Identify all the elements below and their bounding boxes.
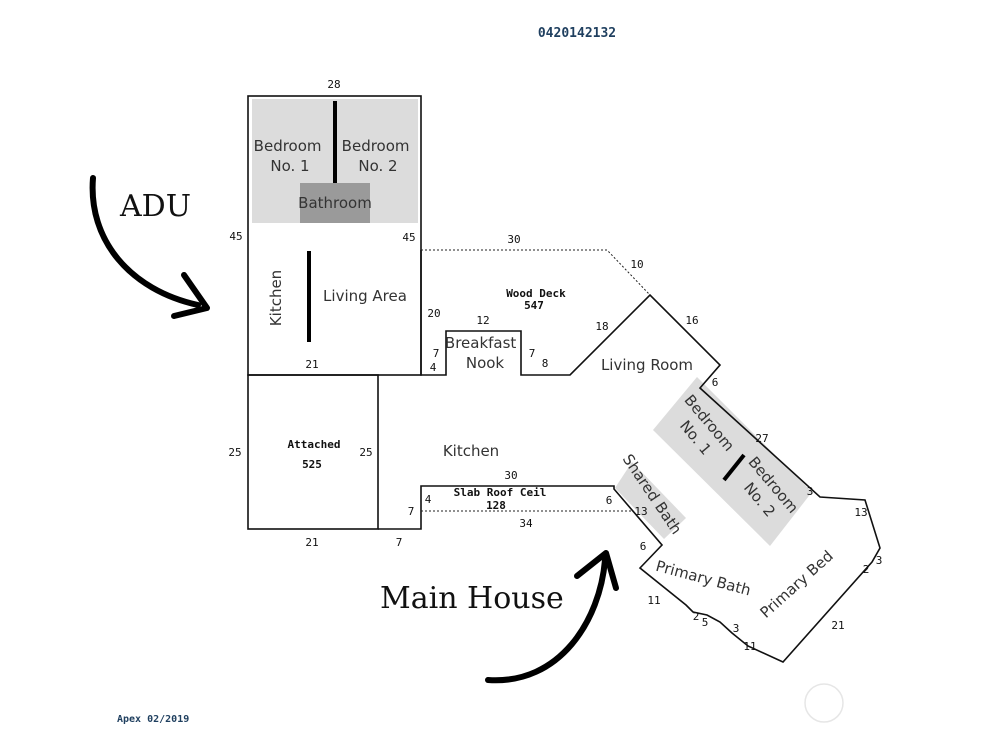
kitchen-label: Kitchen: [443, 442, 499, 460]
dim-deck-diag: 10: [630, 258, 643, 271]
dim-slab-top: 30: [504, 469, 517, 482]
living-room-label: Living Room: [601, 356, 693, 374]
dim-lr-diag-l: 18: [595, 320, 608, 333]
dim-deck-left: 20: [427, 307, 440, 320]
adu-arrow-head: [171, 272, 210, 319]
dim-slab-6: 6: [606, 494, 613, 507]
listing-id: 0420142132: [538, 26, 616, 41]
dim-bed-3: 3: [807, 485, 814, 498]
wood-deck-area: 547: [524, 299, 544, 312]
dim-deck-top: 30: [507, 233, 520, 246]
dim-pb-3: 3: [876, 554, 883, 567]
dim-step-2: 2: [693, 610, 700, 623]
main-bedroom-divider: [722, 453, 746, 482]
primary-bath-label: Primary Bath: [654, 557, 753, 600]
dim-kit-bottom: 7: [396, 536, 403, 549]
dim-step-11: 11: [743, 640, 756, 653]
shared-bath-area: [615, 462, 686, 539]
deck-outline: [421, 249, 651, 296]
dim-slab-13: 13: [634, 505, 647, 518]
dim-bed-27: 27: [755, 432, 768, 445]
main-house-outline: [378, 250, 881, 663]
dim-step-3: 3: [733, 622, 740, 635]
adu-annotation: ADU: [119, 189, 191, 224]
dim-slab-left4: 4: [425, 493, 432, 506]
dim-att-right: 25: [359, 446, 372, 459]
dim-pb-21: 21: [831, 619, 844, 632]
adu-bedroom1-label: Bedroom No. 1: [254, 137, 327, 175]
dim-step-5: 5: [702, 616, 709, 629]
dim-att-left: 25: [228, 446, 241, 459]
dim-adu-left: 45: [229, 230, 242, 243]
adu-bedroom2-label: Bedroom No. 2: [342, 137, 415, 175]
adu-bathroom-label: Bathroom: [298, 194, 372, 212]
dim-pb-2: 2: [863, 563, 870, 576]
breakfast-nook-label: Breakfast Nook: [445, 334, 521, 372]
dim-nook-l2: 4: [430, 361, 437, 374]
watermark-circle: [804, 683, 844, 723]
slab-label: Slab Roof Ceil: [454, 486, 547, 499]
footer-credit: Apex 02/2019: [117, 714, 189, 725]
adu-kitchen-label: Kitchen: [267, 270, 285, 326]
attached-outline: [247, 374, 379, 530]
dim-nook-b: 8: [542, 357, 549, 370]
dim-slab-left7: 7: [408, 505, 415, 518]
dim-pb-13: 13: [854, 506, 867, 519]
dim-bath-11: 11: [647, 594, 660, 607]
dim-nook-r: 7: [529, 347, 536, 360]
dim-lr-diag-r: 16: [685, 314, 698, 327]
adu-bathroom-area: [300, 183, 370, 223]
dim-slab-bottom: 34: [519, 517, 533, 530]
main-house-arrow-head: [574, 550, 619, 591]
main-bedrooms-area: [653, 377, 812, 546]
primary-bed-label: Primary Bed: [757, 547, 837, 622]
adu-arrow: [89, 175, 201, 308]
dim-adu-bottom: 21: [305, 358, 318, 371]
dim-top: 28: [327, 78, 340, 91]
dim-lr-6: 6: [712, 376, 719, 389]
dim-adu-right: 45: [402, 231, 415, 244]
wood-deck-label: Wood Deck: [506, 287, 566, 300]
dim-bath-6: 6: [640, 540, 647, 553]
main-house-annotation: Main House: [380, 581, 564, 616]
adu-living-label: Living Area: [323, 287, 407, 305]
main-house-arrow: [485, 557, 608, 684]
attached-label: Attached: [288, 438, 341, 451]
dim-nook-top: 12: [476, 314, 489, 327]
dim-nook-l1: 7: [433, 347, 440, 360]
attached-area: 525: [302, 458, 322, 471]
dim-att-bottom: 21: [305, 536, 318, 549]
slab-area: 128: [486, 499, 506, 512]
